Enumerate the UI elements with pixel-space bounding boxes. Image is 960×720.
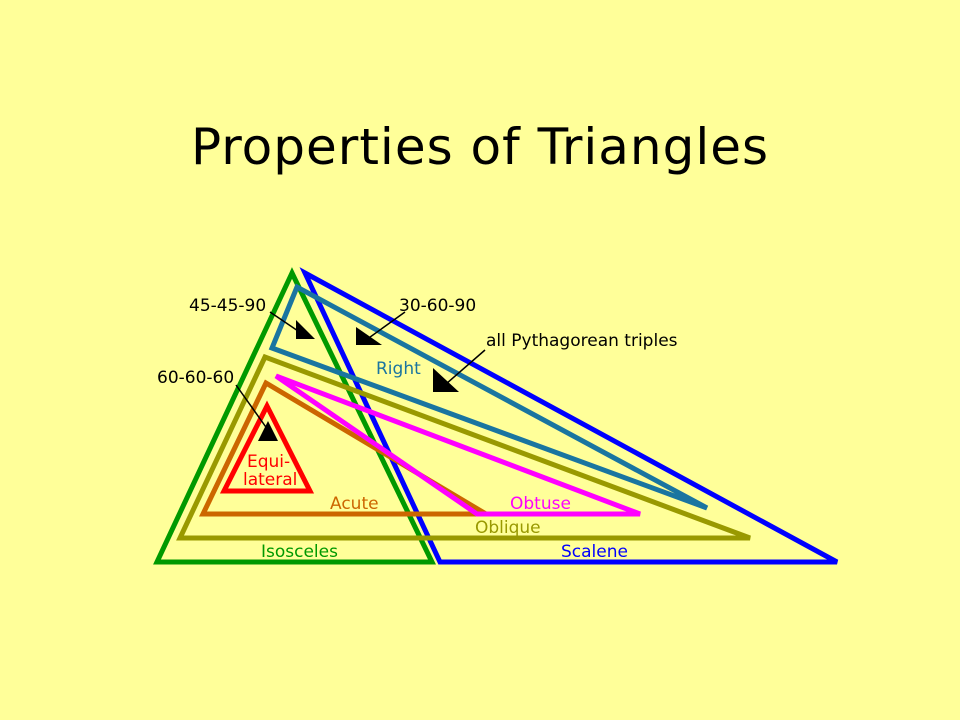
marker-45-45-90 bbox=[296, 320, 315, 339]
scalene-triangle bbox=[299, 267, 839, 565]
leader-pythagorean bbox=[445, 349, 486, 385]
marker-pythagorean bbox=[433, 368, 459, 392]
set-label-scalene: Scalene bbox=[561, 542, 628, 562]
set-label-oblique: Oblique bbox=[475, 518, 541, 538]
leader-30-60-90 bbox=[365, 311, 406, 341]
obtuse-triangle bbox=[274, 373, 641, 517]
acute-triangle bbox=[199, 379, 496, 517]
set-label-obtuse: Obtuse bbox=[510, 494, 571, 514]
set-label-equilateral-line1: Equi- bbox=[247, 452, 290, 472]
callout-label-pythagorean: all Pythagorean triples bbox=[486, 331, 678, 351]
set-label-right: Right bbox=[376, 359, 421, 379]
leader-45-45-90 bbox=[269, 311, 302, 334]
marker-60-60-60 bbox=[258, 421, 278, 441]
isosceles-triangle bbox=[153, 267, 436, 565]
callout-label-30-60-90: 30-60-90 bbox=[399, 296, 476, 316]
set-label-isosceles: Isosceles bbox=[261, 542, 338, 562]
leader-60-60-60 bbox=[235, 384, 269, 431]
set-label-acute: Acute bbox=[330, 494, 379, 514]
callout-label-60-60-60: 60-60-60 bbox=[157, 368, 234, 388]
oblique-triangle bbox=[176, 353, 751, 541]
right-triangle bbox=[268, 283, 709, 511]
equilateral-triangle bbox=[219, 400, 315, 494]
marker-30-60-90 bbox=[356, 327, 382, 345]
callout-label-45-45-90: 45-45-90 bbox=[189, 296, 266, 316]
set-label-equilateral-line2: lateral bbox=[243, 470, 297, 490]
slide-title: Properties of Triangles bbox=[190, 118, 770, 176]
